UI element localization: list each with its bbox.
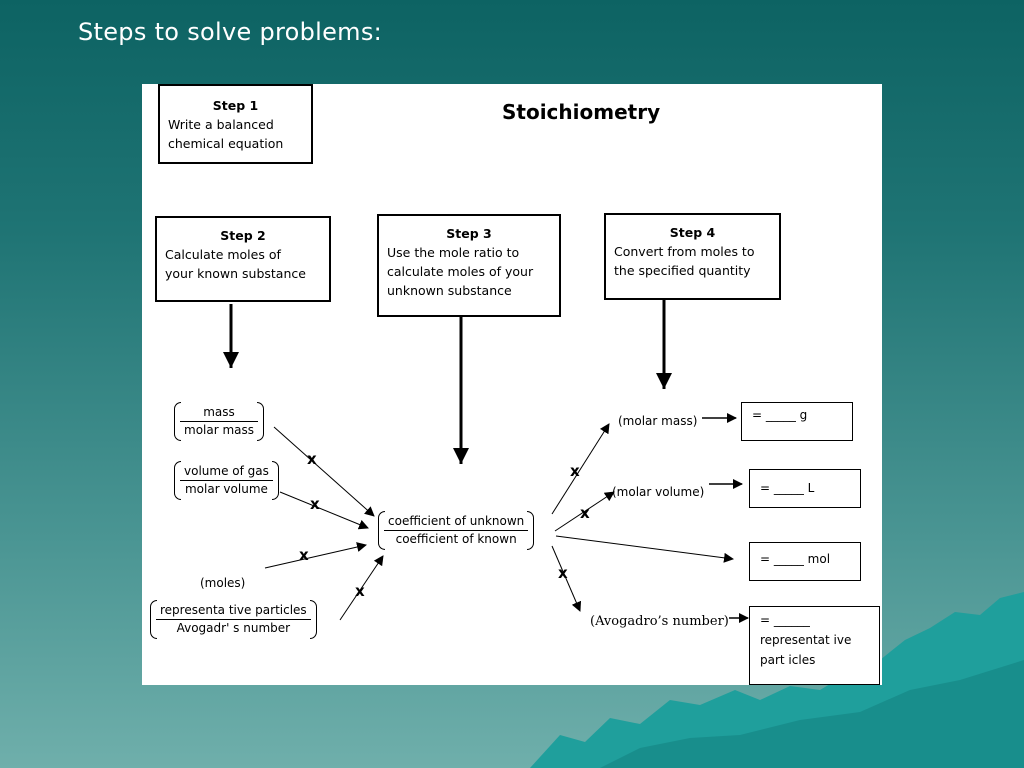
multiply-mark-mass: x [307, 450, 317, 468]
gas-volume-factor: volume of gas molar volume [174, 461, 279, 500]
arrow-particles [339, 555, 384, 621]
stoichiometry-figure: Stoichiometry Step 1 Write a balanced ch… [142, 84, 882, 685]
result-particles-box: = ______ representat ive part icles [749, 606, 880, 685]
step1-line2: chemical equation [168, 136, 284, 151]
molar-volume-label: (molar volume) [612, 485, 705, 499]
mass-numerator: mass [180, 404, 259, 422]
step1-line1: Write a balanced [168, 117, 274, 132]
mass-denominator: molar mass [184, 423, 255, 437]
step1-heading: Step 1 [212, 98, 259, 113]
figure-title: Stoichiometry [502, 100, 661, 124]
multiply-mark-particles: x [355, 582, 365, 600]
result-moles-box: = _____ mol [749, 542, 861, 581]
step4-box: Step 4 Convert from moles to the specifi… [604, 213, 781, 300]
particles-factor: representa tive particles Avogadr' s num… [150, 600, 317, 639]
step1-box: Step 1 Write a balanced chemical equatio… [158, 84, 313, 164]
arrow-mass [273, 426, 375, 517]
particles-denominator: Avogadr' s number [176, 621, 291, 635]
step2-box: Step 2 Calculate moles of your known sub… [155, 216, 331, 302]
avogadro-label: (Avogadro’s number) [590, 614, 729, 629]
step4-line2: the specified quantity [614, 263, 751, 278]
molar-mass-label: (molar mass) [618, 414, 698, 428]
result-particles-line1: = ______ [760, 613, 810, 627]
mole-ratio: coefficient of unknown coefficient of kn… [378, 511, 535, 550]
multiply-mark-moles: x [299, 546, 309, 564]
mass-factor: mass molar mass [174, 402, 265, 441]
step3-line1: Use the mole ratio to [387, 245, 520, 260]
step3-box: Step 3 Use the mole ratio to calculate m… [377, 214, 561, 317]
arrow-to-molar-volume [554, 491, 615, 532]
arrow-to-avogadro [551, 545, 582, 612]
result-particles-line3: part icles [760, 653, 816, 667]
diagram-arrows [223, 299, 749, 623]
particles-numerator: representa tive particles [156, 602, 311, 620]
result-grams-box: = _____ g [741, 402, 853, 441]
step3-line2: calculate moles of your [387, 264, 534, 279]
step3-heading: Step 3 [446, 226, 492, 241]
arrow-to-mol [555, 535, 734, 563]
gas-numerator: volume of gas [180, 463, 273, 481]
gas-denominator: molar volume [184, 482, 268, 496]
step2-line2: your known substance [165, 266, 306, 281]
multiply-mark-gas: x [310, 495, 320, 513]
result-liters-box: = _____ L [749, 469, 861, 508]
arrow-gas [279, 491, 369, 530]
step2-heading: Step 2 [220, 228, 266, 243]
multiply-mark-molar-mass: x [570, 462, 580, 480]
slide-title: Steps to solve problems: [78, 18, 383, 46]
step2-line1: Calculate moles of [165, 247, 281, 262]
step4-heading: Step 4 [669, 225, 716, 240]
mole-ratio-numerator: coefficient of unknown [384, 513, 529, 531]
multiply-mark-avogadro: x [558, 564, 568, 582]
mole-ratio-denominator: coefficient of known [395, 532, 517, 546]
step3-line3: unknown substance [387, 283, 512, 298]
arrow-moles [264, 542, 367, 569]
multiply-mark-molar-volume: x [580, 504, 590, 522]
arrow-to-molar-mass [551, 423, 610, 515]
result-particles-line2: representat ive [760, 633, 852, 647]
step4-line1: Convert from moles to [614, 244, 755, 259]
moles-label: (moles) [200, 576, 246, 590]
